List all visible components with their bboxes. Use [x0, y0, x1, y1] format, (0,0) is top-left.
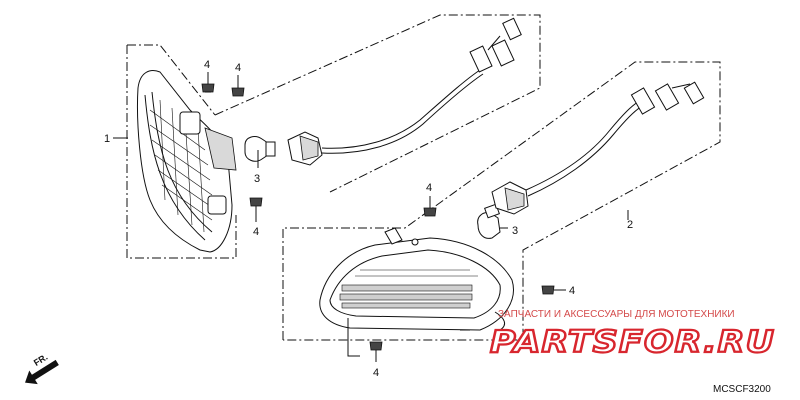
screw-bottom — [369, 341, 383, 362]
screw-left-a — [201, 72, 215, 93]
right-bulb — [477, 203, 501, 239]
watermark: ЗАПЧАСТИ И АКСЕССУАРЫ ДЛЯ МОТОТЕХНИКИ PA… — [489, 309, 775, 361]
screw-left-c — [249, 197, 263, 222]
watermark-tagline: ЗАПЧАСТИ И АКСЕССУАРЫ ДЛЯ МОТОТЕХНИКИ — [498, 309, 735, 320]
left-leaders — [113, 137, 259, 168]
callout-part-4-bottom: 4 — [373, 367, 379, 379]
right-socket-harness — [491, 81, 705, 215]
front-direction-marker: FR. — [25, 352, 59, 385]
callout-part-4-top-a: 4 — [204, 59, 210, 71]
left-lens-housing — [137, 70, 237, 253]
front-arrow-icon — [25, 359, 59, 385]
callout-part-4-right: 4 — [569, 285, 575, 297]
bottom-leaders — [347, 210, 629, 357]
watermark-brand: PARTSFOR.RU — [490, 325, 775, 360]
screw-right — [541, 285, 566, 295]
right-assembly-frame — [282, 61, 721, 341]
screw-left-b — [231, 75, 245, 97]
callout-part-4-left-low: 4 — [253, 226, 259, 238]
callout-part-1: 1 — [104, 133, 110, 145]
diagram-code: MCSCF3200 — [713, 384, 771, 395]
callout-part-2: 2 — [627, 219, 633, 231]
screw-mid — [423, 196, 437, 217]
left-assembly-frame — [126, 14, 541, 259]
callout-part-3-left: 3 — [254, 173, 260, 185]
left-bulb — [244, 136, 276, 162]
right-lens-housing — [319, 227, 514, 331]
callout-part-4-top-b: 4 — [235, 62, 241, 74]
callout-part-4-mid: 4 — [426, 182, 432, 194]
left-socket-harness — [287, 17, 522, 166]
callout-part-3-right: 3 — [512, 225, 518, 237]
